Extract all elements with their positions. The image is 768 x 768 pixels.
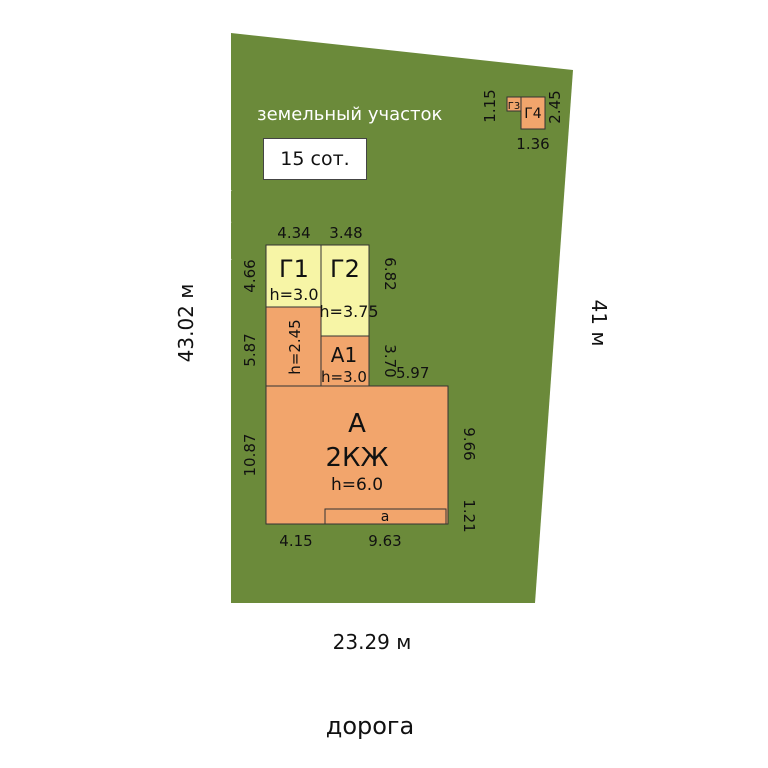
dim-6-82: 6.82 xyxy=(381,257,399,290)
dim-5-97: 5.97 xyxy=(396,364,429,382)
road-label: дорога xyxy=(326,712,415,740)
dim-1-15: 1.15 xyxy=(481,89,499,122)
porch-a xyxy=(324,508,447,525)
g1-label: Г1 xyxy=(279,255,309,283)
g1-height: h=3.0 xyxy=(270,285,319,304)
a-height: h=6.0 xyxy=(331,475,383,495)
g2-height: h=3.75 xyxy=(319,302,378,321)
side-bottom-length: 23.29 м xyxy=(333,630,412,654)
plot-label: земельный участок xyxy=(257,104,443,125)
dim-4-66: 4.66 xyxy=(241,259,259,292)
plot-area-box: 15 сот. xyxy=(263,138,367,180)
porch-label: а xyxy=(381,509,390,525)
dim-5-87: 5.87 xyxy=(241,333,259,366)
dim-1-21: 1.21 xyxy=(460,499,478,532)
side-left-length: 43.02 м xyxy=(174,284,198,363)
g3-label: Г3 xyxy=(508,101,520,112)
dim-1-36: 1.36 xyxy=(516,135,549,153)
dim-2-45: 2.45 xyxy=(546,90,564,123)
dim-4-15: 4.15 xyxy=(279,532,312,550)
g2-label: Г2 xyxy=(330,255,360,283)
dim-4-34: 4.34 xyxy=(277,224,310,242)
a1-height: h=3.0 xyxy=(321,368,367,386)
dim-3-70: 3.70 xyxy=(381,344,399,377)
shed-g4 xyxy=(520,96,546,130)
building-a1 xyxy=(320,335,370,387)
building-a xyxy=(265,385,449,525)
dim-3-48: 3.48 xyxy=(329,224,362,242)
entrance-marker xyxy=(210,221,232,261)
a1-label: А1 xyxy=(331,343,357,367)
entrance-marker xyxy=(210,189,232,223)
annex-height: h=2.45 xyxy=(286,319,304,374)
dim-9-66: 9.66 xyxy=(460,427,478,460)
g4-label: Г4 xyxy=(524,106,542,122)
a-type: 2КЖ xyxy=(325,443,388,473)
side-right-length: 41 м xyxy=(587,300,611,347)
dim-10-87: 10.87 xyxy=(241,434,259,477)
dim-9-63: 9.63 xyxy=(368,532,401,550)
a-letter: А xyxy=(348,409,366,439)
